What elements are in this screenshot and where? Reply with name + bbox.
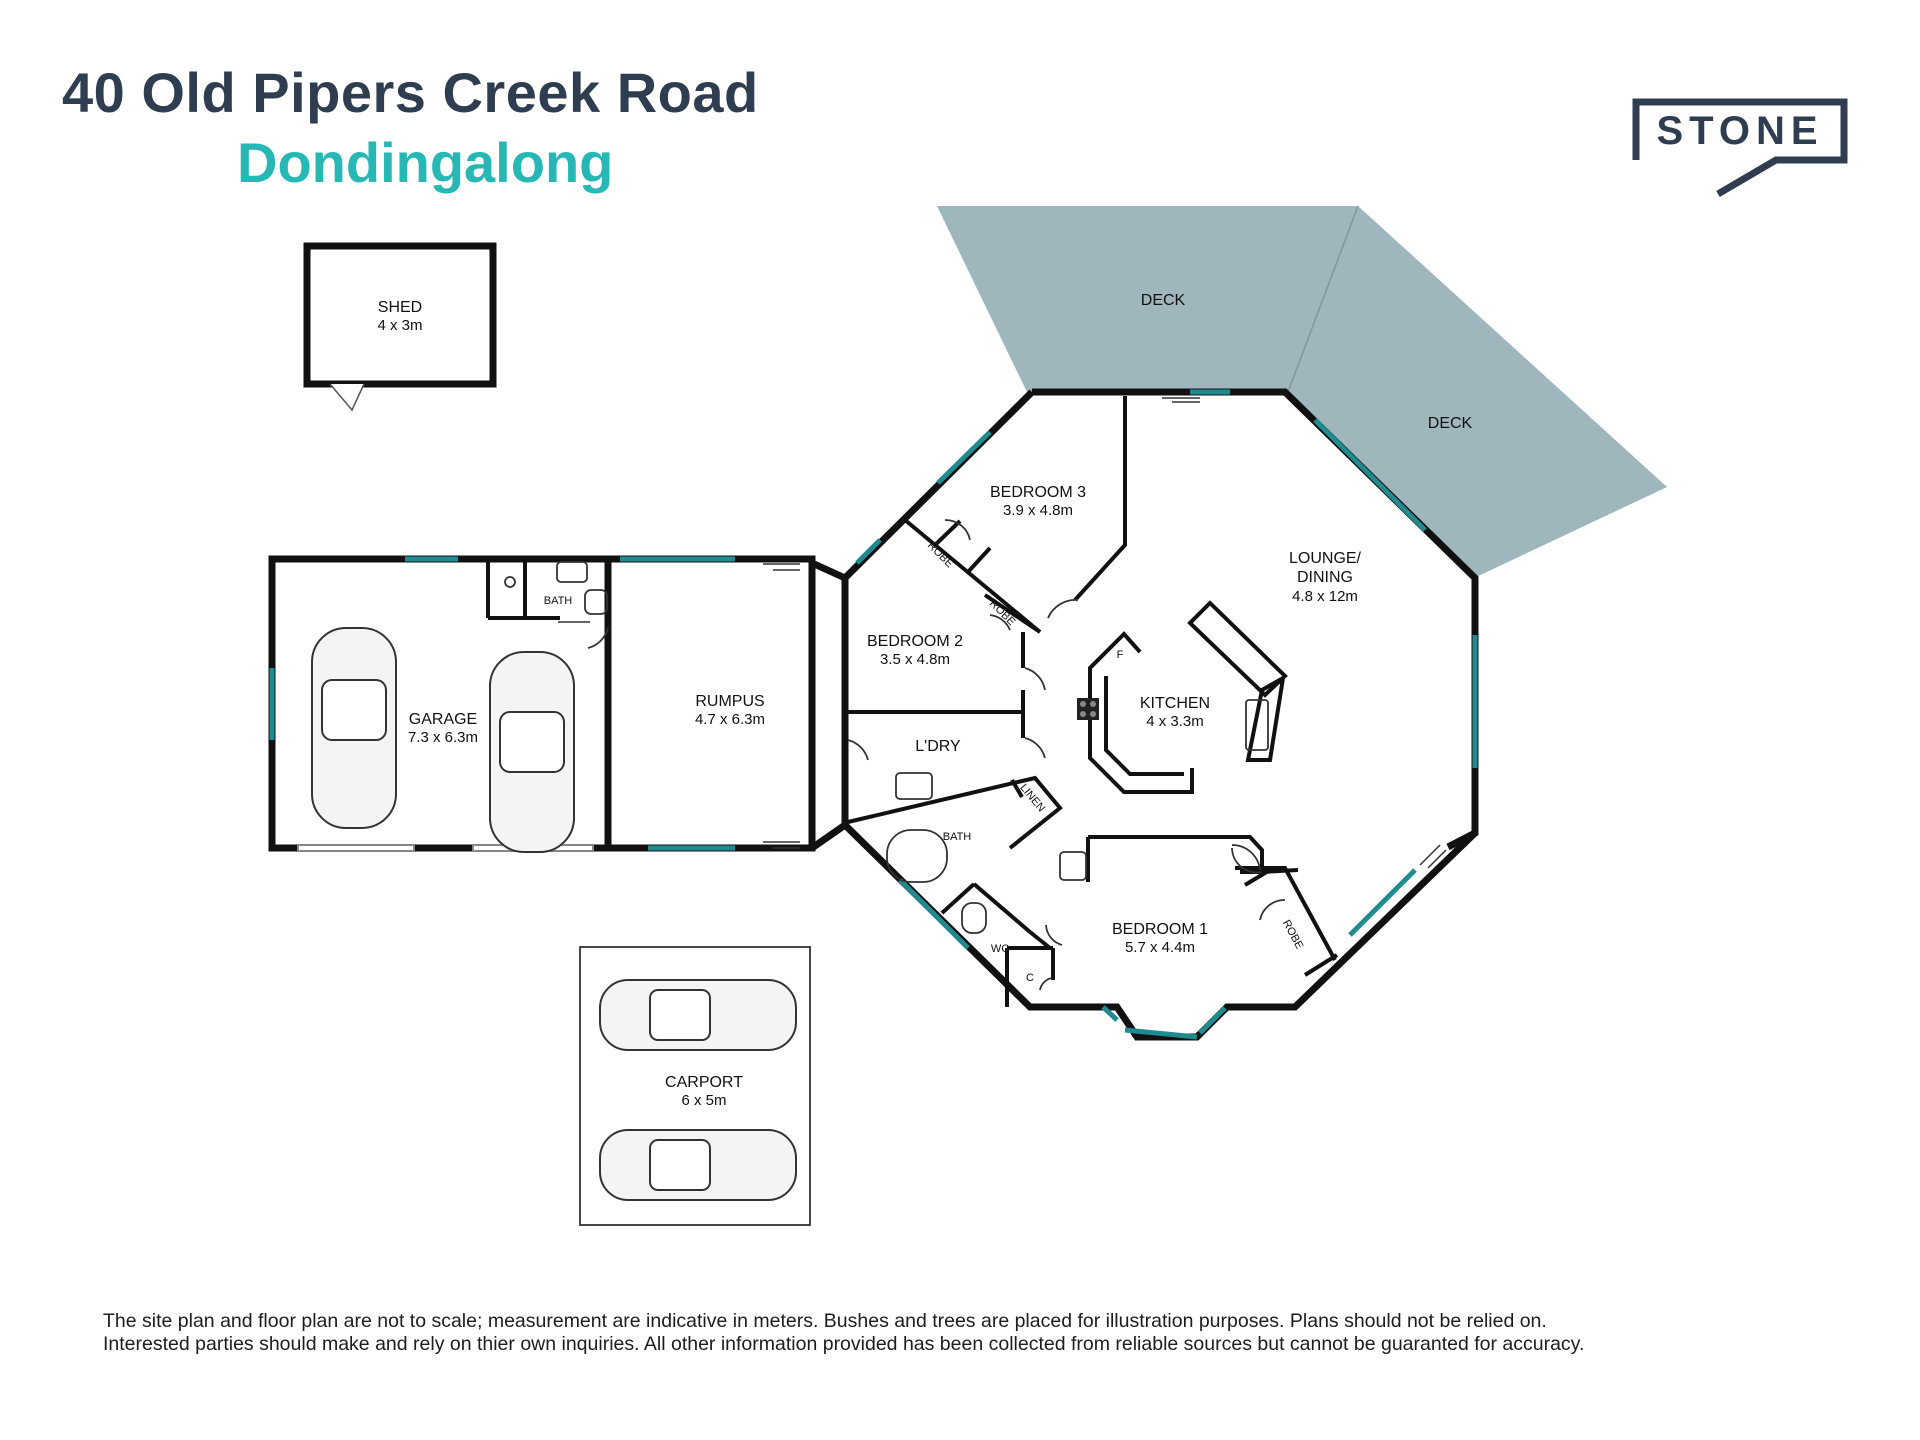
bedroom1-size: 5.7 x 4.4m: [1125, 939, 1195, 956]
bedroom3-label: BEDROOM 3: [990, 484, 1086, 501]
interior-walls: [486, 396, 1339, 1007]
carport: [579, 946, 811, 1226]
bedroom2-size: 3.5 x 4.8m: [880, 651, 950, 668]
bedroom1-label: BEDROOM 1: [1112, 921, 1208, 938]
door-swings: [587, 519, 1286, 991]
kitchen-benches: [1088, 600, 1288, 794]
laundry-label: L'DRY: [915, 738, 961, 755]
carport-label: CARPORT: [665, 1074, 743, 1091]
wc-label: WC: [991, 943, 1009, 955]
bedroom2-label: BEDROOM 2: [867, 633, 963, 650]
kitchen-label: KITCHEN: [1140, 695, 1210, 712]
disclaimer: The site plan and floor plan are not to …: [103, 1310, 1863, 1356]
garage-size: 7.3 x 6.3m: [408, 729, 478, 746]
cupboard-label: C: [1026, 972, 1034, 984]
carport-size: 6 x 5m: [681, 1092, 726, 1109]
bedroom3-size: 3.9 x 4.8m: [1003, 502, 1073, 519]
property-suburb: Dondingalong: [237, 131, 614, 194]
property-address: 40 Old Pipers Creek Road: [62, 61, 759, 124]
garage-bath-label: BATH: [544, 595, 573, 607]
sliding-doors: [558, 397, 1447, 869]
disclaimer-line-1: The site plan and floor plan are not to …: [103, 1310, 1547, 1332]
fixtures: [504, 561, 1269, 934]
deck-east: [1288, 206, 1667, 578]
rumpus-size: 4.7 x 6.3m: [695, 711, 765, 728]
lounge-label-line1: LOUNGE/: [1289, 550, 1362, 567]
lounge-label-line2: DINING: [1297, 569, 1353, 586]
shed-size: 4 x 3m: [377, 317, 422, 334]
rumpus-label: RUMPUS: [695, 693, 764, 710]
garage-label: GARAGE: [409, 711, 477, 728]
fridge-label: F: [1117, 649, 1124, 661]
disclaimer-line-2: Interested parties should make and rely …: [103, 1333, 1585, 1355]
deck-north-label: DECK: [1141, 292, 1186, 309]
stone-logo: STONE: [1632, 98, 1848, 198]
shed-label: SHED: [378, 299, 422, 316]
deck-east-label: DECK: [1428, 415, 1473, 432]
carport-cars: [599, 979, 797, 1201]
shed: [303, 242, 497, 412]
robe-b1-label: ROBE: [1280, 918, 1305, 951]
garage-cars: [311, 627, 575, 853]
robe-b3-label: ROBE: [925, 540, 956, 571]
kitchen-cooktop: [1077, 698, 1099, 720]
kitchen-size: 4 x 3.3m: [1146, 713, 1204, 730]
windows: [269, 389, 1478, 1040]
main-bath-label: BATH: [943, 831, 972, 843]
deck-north: [937, 206, 1358, 392]
logo-text: STONE: [1656, 109, 1823, 153]
title-block: 40 Old Pipers Creek Road Dondingalong: [62, 61, 759, 193]
lounge-size: 4.8 x 12m: [1292, 588, 1358, 605]
